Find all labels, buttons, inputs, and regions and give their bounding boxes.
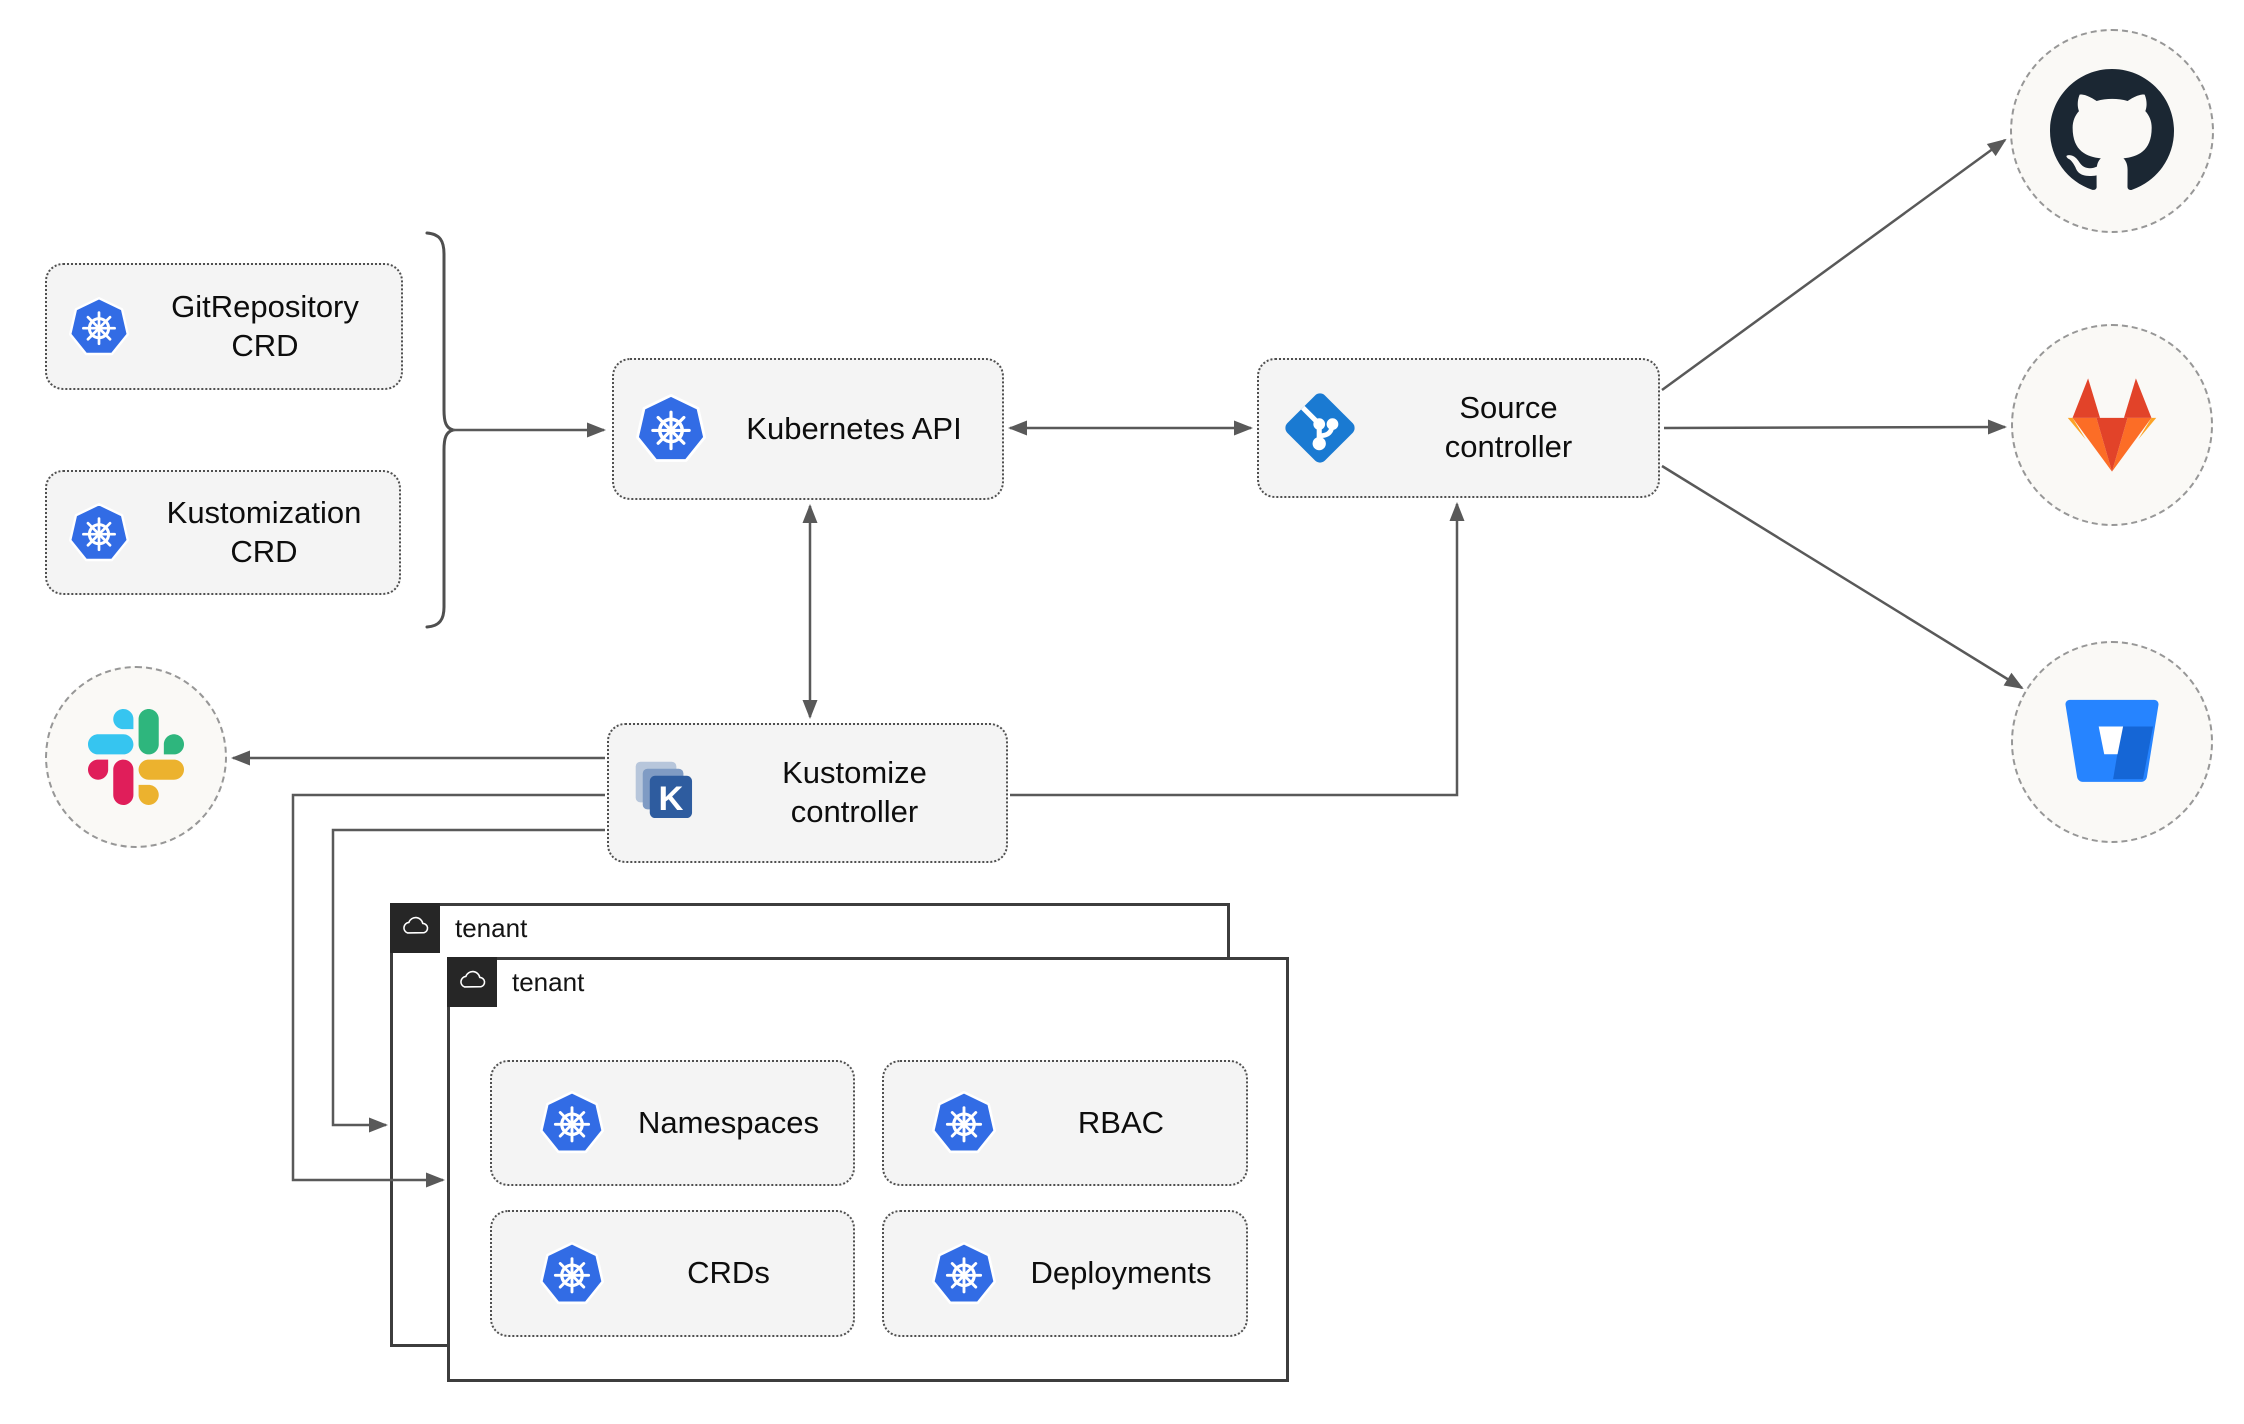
node-label: Deployments	[1030, 1255, 1212, 1291]
edge-source-to-github	[1661, 138, 2007, 392]
bitbucket-icon	[2065, 699, 2159, 782]
node-label: Source controller	[1444, 390, 1573, 464]
tenant-label: tenant	[512, 967, 585, 997]
node-kustomization-crd: Kustomization CRD	[45, 470, 401, 595]
node-crds: CRDs	[490, 1210, 855, 1337]
bitbucket-node	[2011, 641, 2213, 843]
kubernetes-icon	[932, 1089, 996, 1157]
gitlab-node	[2011, 324, 2213, 526]
node-label: Kustomization CRD	[166, 494, 362, 569]
node-kustomize-controller: K Kustomize controller	[607, 723, 1008, 863]
github-node	[2010, 29, 2214, 233]
kustomize-icon: K	[631, 757, 703, 829]
node-label: GitRepository CRD	[171, 288, 359, 363]
edge-source-to-bitbucket	[1661, 464, 2024, 690]
node-namespaces: Namespaces	[490, 1060, 855, 1186]
edge-kustomize-to-source	[1010, 502, 1465, 797]
cloud-icon	[460, 970, 486, 988]
tenant-header	[447, 957, 497, 1007]
slack-node	[45, 666, 227, 848]
kustomize-letter: K	[658, 780, 683, 818]
node-rbac: RBAC	[882, 1060, 1248, 1186]
edge-source-to-gitlab	[1663, 419, 2007, 435]
node-kubernetes-api: Kubernetes API	[612, 358, 1004, 500]
slack-icon	[88, 709, 184, 805]
kubernetes-icon	[540, 1089, 604, 1157]
kubernetes-icon	[69, 296, 129, 358]
node-label: Namespaces	[638, 1104, 819, 1140]
node-label: Kustomize controller	[782, 755, 927, 829]
tenant-header	[390, 903, 440, 953]
kubernetes-icon	[636, 393, 706, 465]
node-source-controller: Source controller	[1257, 358, 1660, 498]
git-icon	[1281, 389, 1359, 467]
kubernetes-icon	[932, 1240, 996, 1308]
node-label: RBAC	[1077, 1104, 1165, 1140]
kubernetes-icon	[540, 1240, 604, 1308]
node-gitrepository-crd: GitRepository CRD	[45, 263, 403, 390]
kubernetes-icon	[69, 502, 129, 564]
cloud-icon	[403, 916, 429, 934]
node-deployments: Deployments	[882, 1210, 1248, 1337]
crd-bracket	[425, 231, 459, 629]
gitlab-icon	[2067, 378, 2157, 472]
node-label: Kubernetes API	[746, 410, 962, 446]
node-label: CRDs	[687, 1255, 770, 1291]
github-icon	[2050, 69, 2174, 190]
tenant-label: tenant	[455, 913, 528, 943]
